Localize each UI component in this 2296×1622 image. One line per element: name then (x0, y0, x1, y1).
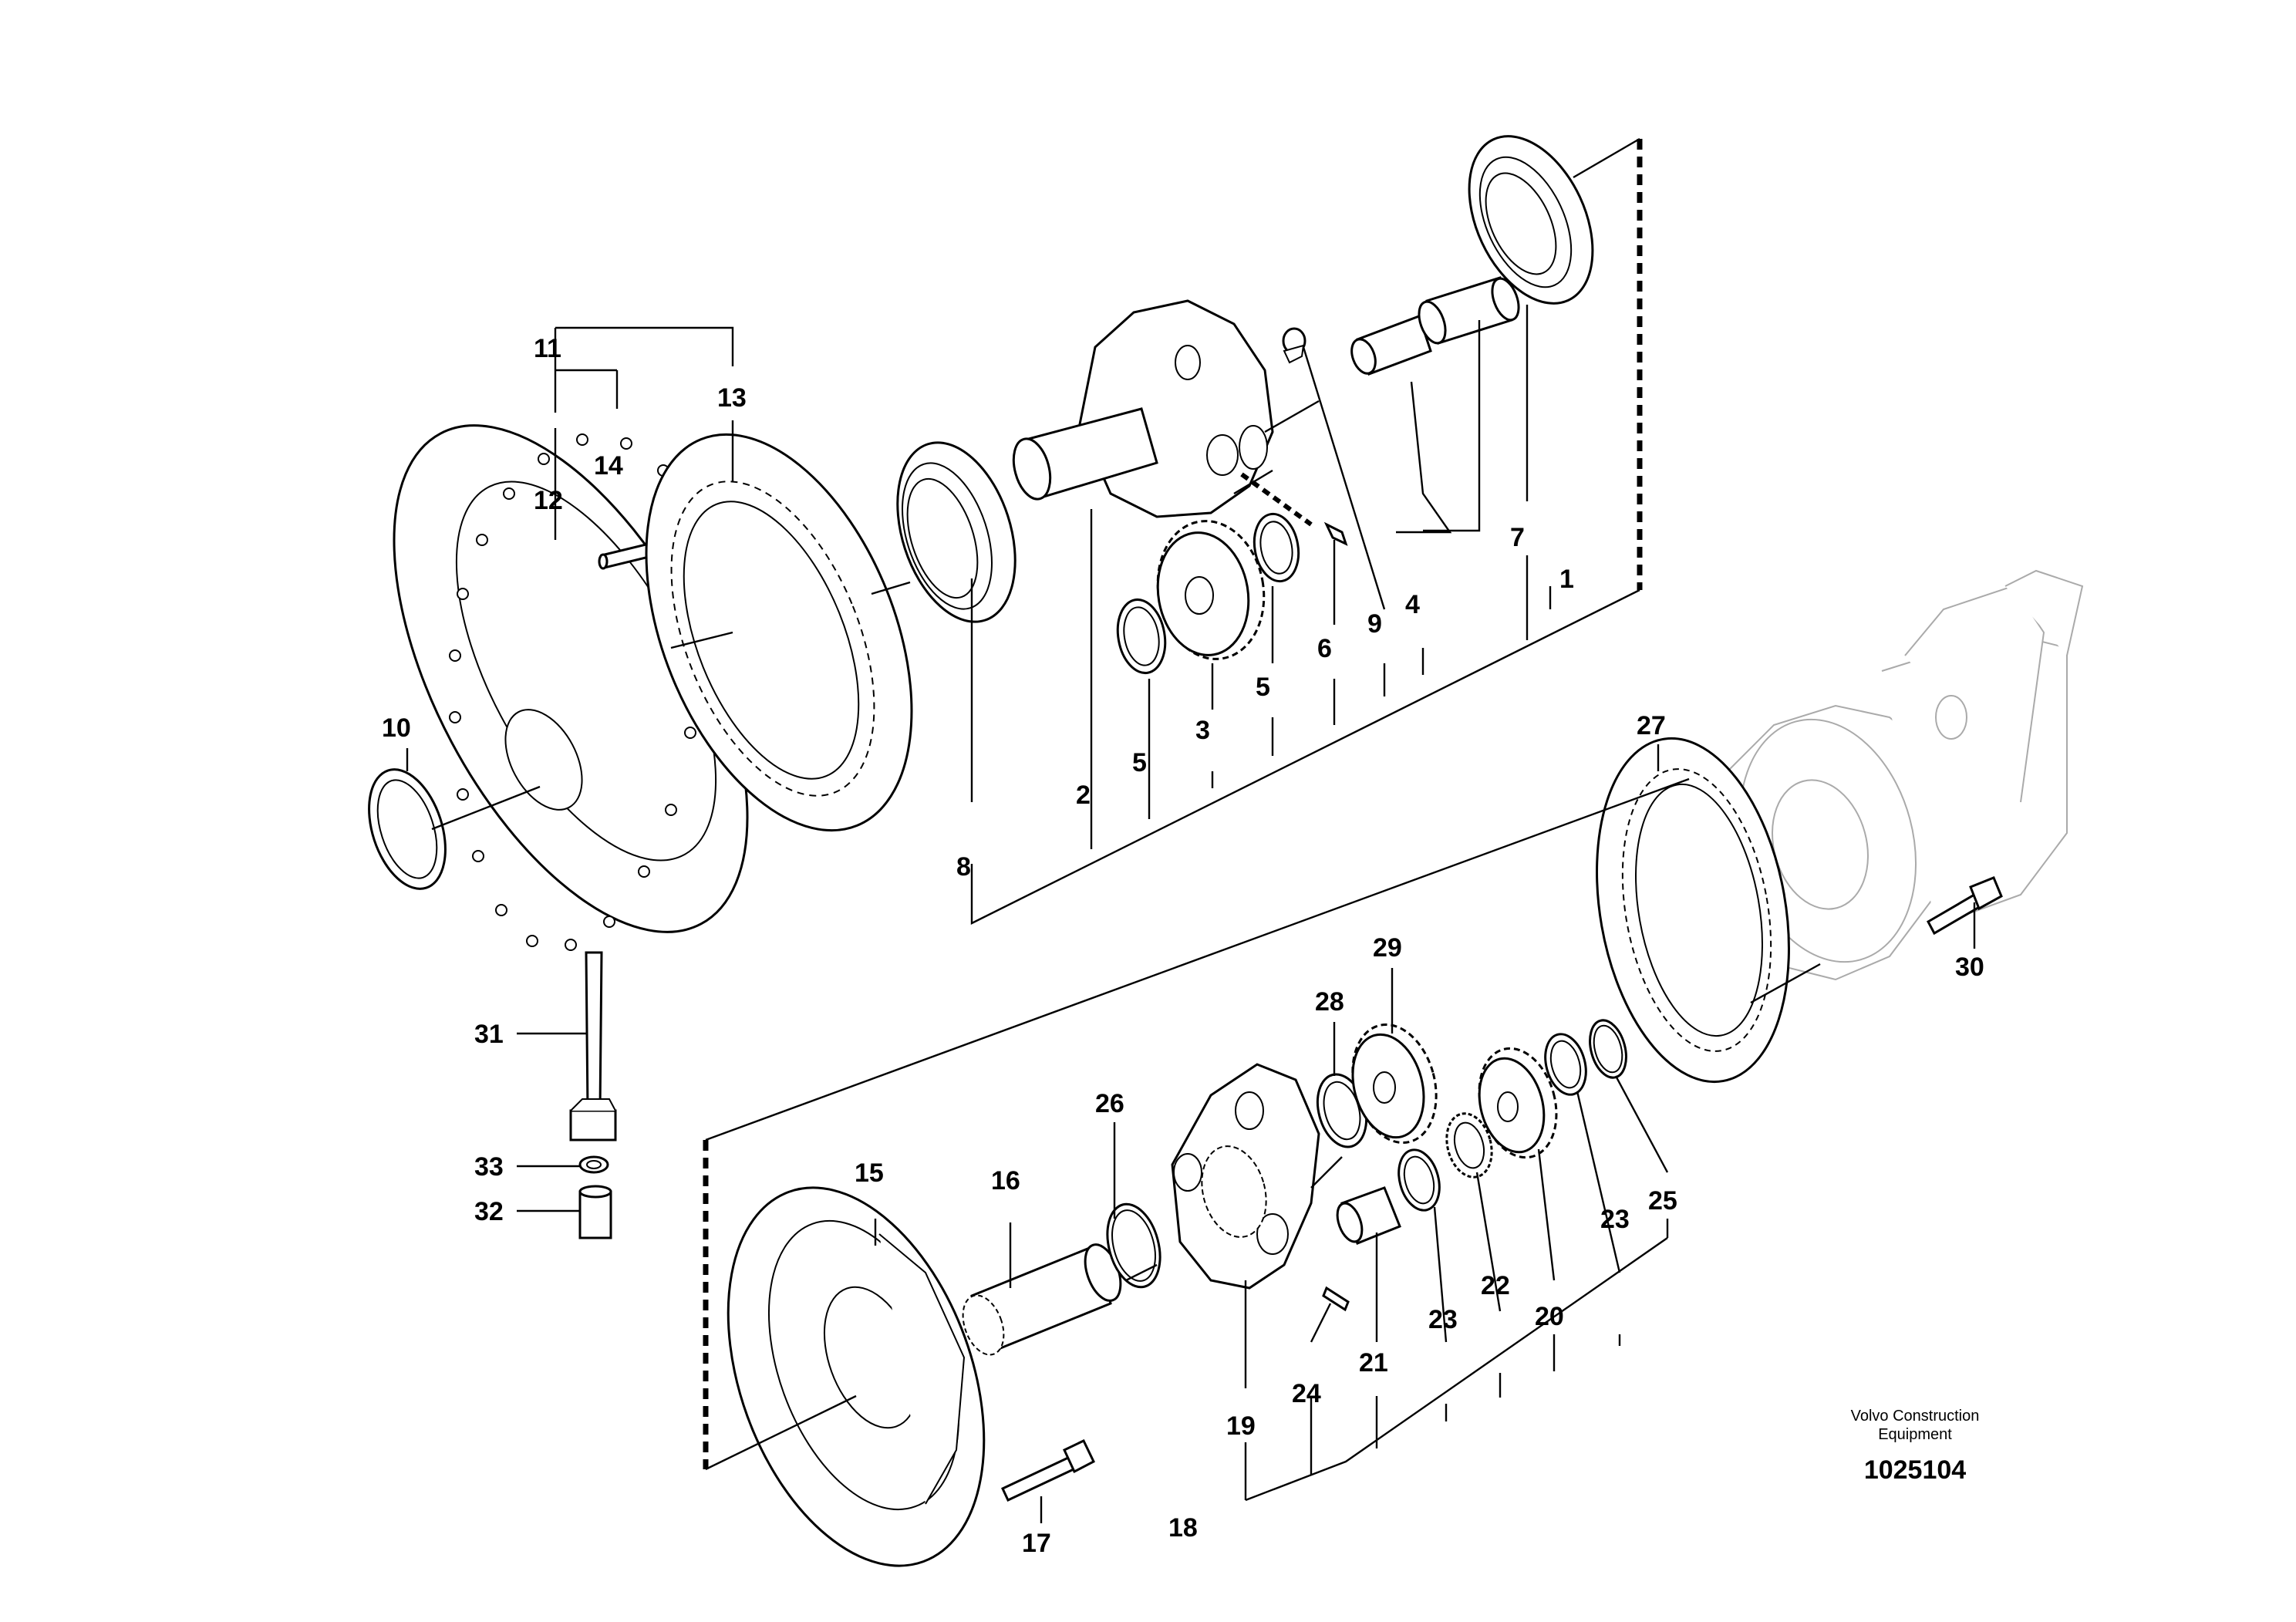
label-3: 3 (1195, 716, 1210, 745)
part-16-sun-gear-shaft (962, 1243, 1122, 1356)
part-32-plug (578, 1185, 612, 1239)
part-20-planet-gear (1478, 1047, 1558, 1159)
credit-block: Volvo Construction Equipment 1025104 (1851, 1408, 1980, 1485)
part-24-pin (1322, 1286, 1350, 1312)
label-11: 11 (534, 334, 561, 363)
part-30-bolt (1926, 876, 2003, 936)
part-25-snap-ring (1589, 1019, 1627, 1079)
label-7: 7 (1510, 523, 1525, 552)
left-callout-lines (517, 1032, 586, 1212)
callout-labels: 1 2 3 4 5 5 6 7 8 9 10 11 12 13 14 15 16… (382, 334, 1984, 1558)
label-10: 10 (382, 713, 411, 743)
part-9-screw (1282, 327, 1306, 364)
label-5-a: 5 (1132, 748, 1147, 777)
label-23-b: 23 (1600, 1205, 1630, 1234)
label-2: 2 (1076, 781, 1091, 810)
lower-callout-lines (705, 777, 1690, 1523)
part-21-pin (1336, 1186, 1401, 1245)
drawing-number: 1025104 (1864, 1455, 1966, 1485)
upper-callout-lines (406, 137, 1640, 925)
label-13: 13 (717, 383, 747, 413)
part-29-planet-gear (1351, 1023, 1438, 1145)
part-15-housing (727, 1186, 986, 1567)
label-21: 21 (1359, 1348, 1388, 1378)
credit-line-1: Volvo Construction (1851, 1408, 1980, 1425)
label-32: 32 (474, 1197, 504, 1226)
label-1: 1 (1559, 565, 1574, 594)
label-20: 20 (1535, 1302, 1564, 1331)
part-22-needle-bearing (1445, 1112, 1493, 1179)
label-19: 19 (1226, 1411, 1256, 1441)
part-2-planet-carrier (1012, 299, 1274, 518)
lower-motor-callout-lines (1657, 744, 1976, 1004)
part-5-thrust-washer-a (1116, 598, 1167, 675)
part-33-washer (578, 1155, 609, 1174)
label-23-a: 23 (1428, 1305, 1458, 1334)
label-15: 15 (855, 1158, 884, 1188)
label-27: 27 (1637, 711, 1666, 740)
part-5-thrust-washer-b (1253, 512, 1300, 583)
part-26-snap-ring (1106, 1202, 1161, 1289)
label-33: 33 (474, 1152, 504, 1182)
label-4: 4 (1405, 590, 1420, 619)
label-28: 28 (1315, 987, 1344, 1017)
part-3-planet-gear (1156, 520, 1266, 660)
label-22: 22 (1481, 1271, 1510, 1300)
part-10-seal-ring (368, 768, 447, 890)
label-30: 30 (1955, 953, 1984, 982)
part-4-pin-bushing (1350, 276, 1520, 376)
part-27-ring-gear (1596, 737, 1790, 1084)
label-31: 31 (474, 1020, 504, 1049)
label-29: 29 (1373, 933, 1402, 963)
label-8: 8 (956, 852, 971, 882)
credit-line-2: Equipment (1878, 1426, 1952, 1443)
part-12-cover-flange (393, 424, 749, 951)
label-16: 16 (991, 1166, 1020, 1195)
label-26: 26 (1095, 1089, 1124, 1118)
part-7-bearing (1468, 135, 1594, 305)
part-19-carrier-plate (1171, 1063, 1320, 1290)
part-17-bolt (1001, 1438, 1095, 1502)
label-5-b: 5 (1256, 673, 1270, 702)
part-8-bearing (896, 441, 1017, 623)
label-25: 25 (1648, 1186, 1677, 1216)
label-24: 24 (1292, 1379, 1321, 1408)
label-12: 12 (534, 486, 563, 515)
part-23-thrust-washer-b (1544, 1033, 1587, 1096)
part-31-long-bolt (569, 951, 617, 1141)
label-14: 14 (594, 451, 623, 481)
label-18: 18 (1168, 1513, 1198, 1543)
label-6: 6 (1317, 634, 1332, 663)
label-9: 9 (1367, 609, 1382, 639)
part-13-ring-gear (645, 433, 913, 832)
label-17: 17 (1022, 1529, 1051, 1558)
part-23-thrust-washer-a (1397, 1148, 1441, 1212)
